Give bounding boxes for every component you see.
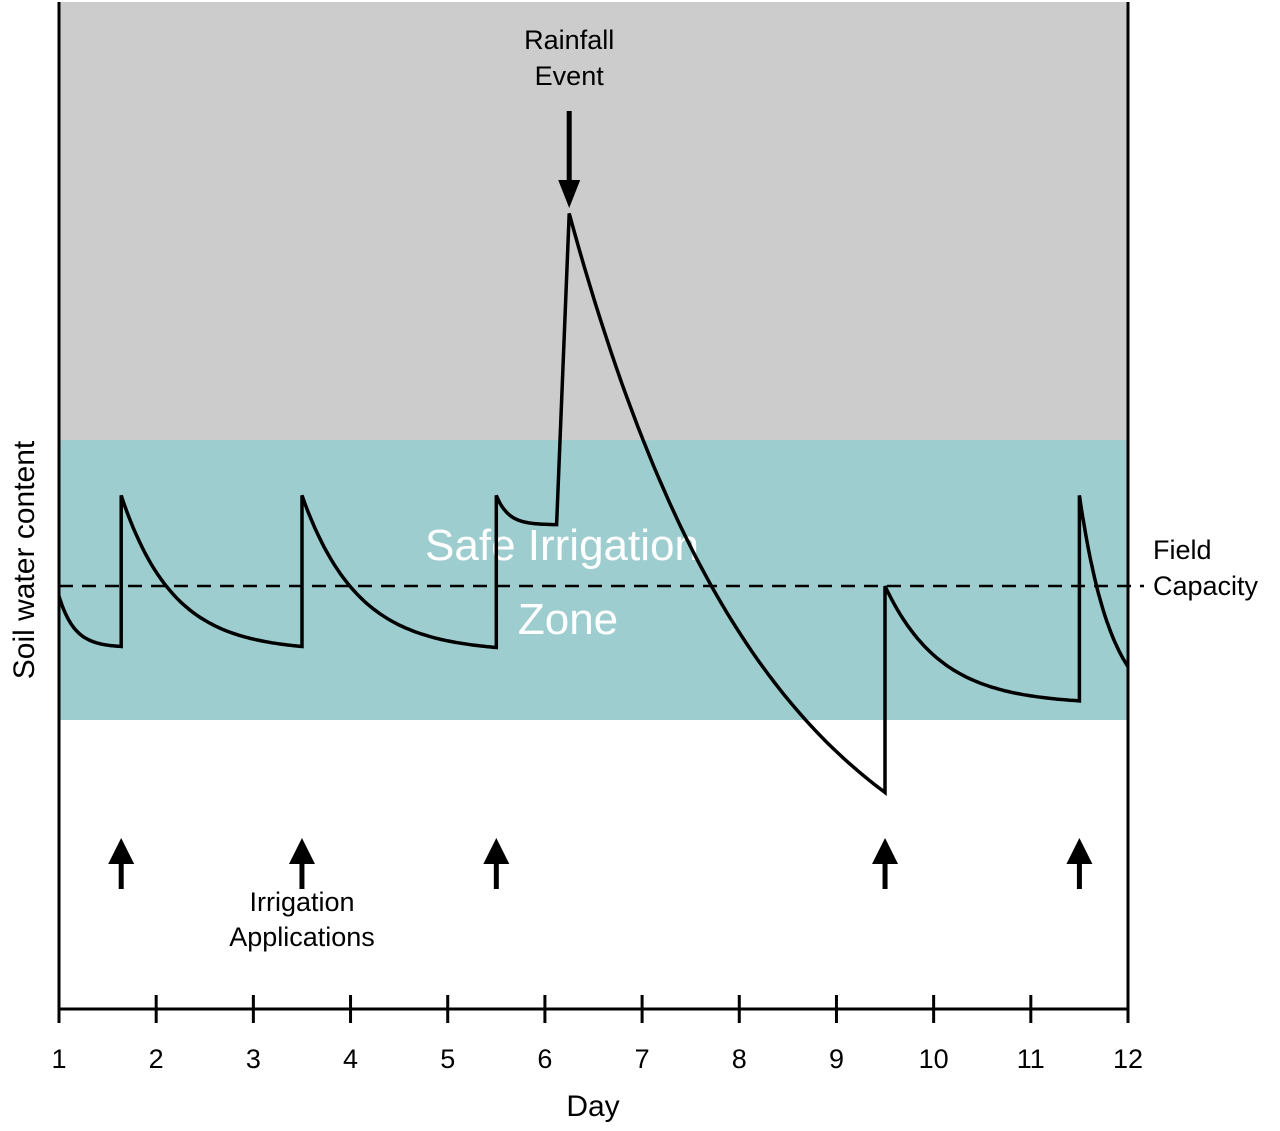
x-tick-label: 7 xyxy=(635,1044,650,1074)
irrigation-label-line1: Irrigation xyxy=(249,887,354,917)
rainfall-arrow-icon xyxy=(558,111,581,208)
soil-water-content-line xyxy=(57,213,1130,797)
x-tick-label: 8 xyxy=(732,1044,747,1074)
x-tick-label: 5 xyxy=(440,1044,455,1074)
irrigation-arrows xyxy=(108,838,1093,889)
rainfall-label-line2: Event xyxy=(535,61,605,91)
x-axis-ticks xyxy=(57,995,1130,1023)
x-tick-label: 2 xyxy=(149,1044,164,1074)
rainfall-label-line1: Rainfall xyxy=(524,25,614,55)
x-tick-label: 10 xyxy=(919,1044,949,1074)
irrigation-arrow-icon xyxy=(1066,838,1093,889)
x-tick-label: 12 xyxy=(1113,1044,1143,1074)
x-tick-label: 6 xyxy=(537,1044,552,1074)
irrigation-label-line2: Applications xyxy=(229,922,375,952)
irrigation-arrow-icon xyxy=(483,838,510,889)
plot-frame xyxy=(57,2,1130,1011)
x-tick-label: 1 xyxy=(51,1044,66,1074)
x-axis-title: Day xyxy=(566,1090,619,1123)
x-tick-label: 3 xyxy=(246,1044,261,1074)
irrigation-arrow-icon xyxy=(872,838,899,889)
zone-label-line1: Safe Irrigation xyxy=(425,521,699,570)
zone-label-line2: Zone xyxy=(518,595,618,644)
saturation-band xyxy=(59,2,1128,441)
irrigation-arrow-icon xyxy=(288,838,315,889)
safe-irrigation-zone-band xyxy=(59,440,1128,720)
field-capacity-label-line1: Field xyxy=(1153,535,1212,565)
x-tick-label: 4 xyxy=(343,1044,358,1074)
field-capacity-label-line2: Capacity xyxy=(1153,571,1259,601)
irrigation-arrow-icon xyxy=(108,838,135,889)
y-axis-title: Soil water content xyxy=(8,440,41,679)
x-tick-label: 9 xyxy=(829,1044,844,1074)
x-tick-label: 11 xyxy=(1017,1044,1045,1074)
